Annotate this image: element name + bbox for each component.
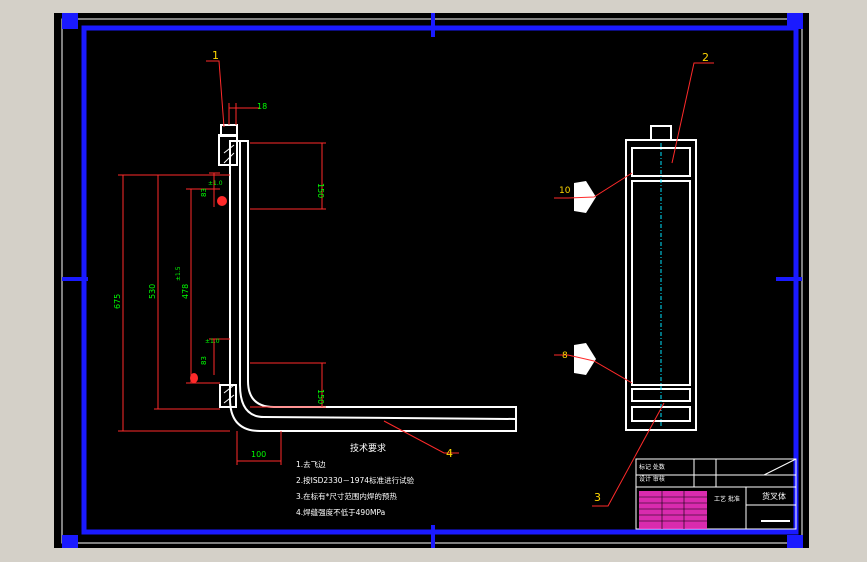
requirement-4: 4.焊缝强度不低于490MPa: [296, 508, 386, 517]
dim-tol-bottom: ±1.0: [205, 338, 220, 345]
title-block-pink-cells: [639, 491, 707, 529]
frame-markers: [62, 13, 803, 549]
title-row-3: 工艺 批准: [714, 495, 740, 503]
title-block-grid: [639, 491, 707, 529]
dim-18: 18: [257, 102, 267, 111]
weld-point-top: [217, 196, 227, 206]
dim-478: 478: [181, 284, 190, 299]
balloon-8: 8: [562, 351, 568, 361]
balloon-1: 1: [212, 49, 219, 62]
dim-tol-mid: ±1.5: [175, 266, 182, 281]
dimension-texts: 18 150 150 100 675 530 478 ±1.5 83 83 ±1…: [113, 102, 325, 459]
balloon-3: 3: [594, 491, 601, 504]
dim-100: 100: [251, 450, 266, 459]
dim-tol-top: ±1.0: [208, 180, 223, 187]
fork-weld-marks: [223, 144, 235, 404]
drawing-canvas: 18 150 150 100 675 530 478 ±1.5 83 83 ±1…: [61, 13, 803, 549]
dimension-lines: [118, 103, 326, 465]
dim-675: 675: [113, 294, 122, 309]
dim-83-top: 83: [200, 188, 208, 197]
requirement-1: 1.去飞边: [296, 460, 326, 469]
requirement-2: 2.按ISD2330－1974标准进行试验: [296, 476, 415, 485]
title-row-2: 设计 审核: [639, 475, 665, 483]
title-block-label: 货叉体: [762, 491, 786, 501]
dim-150-top: 150: [316, 183, 325, 198]
balloon-10: 10: [559, 186, 571, 196]
title-block-rows: 标记 处数 设计 审核 工艺 批准: [639, 463, 740, 503]
dim-150-bottom: 150: [316, 389, 325, 404]
balloon-4: 4: [446, 447, 453, 460]
drawing-sheet: 18 150 150 100 675 530 478 ±1.5 83 83 ±1…: [54, 13, 809, 549]
dim-83-bottom: 83: [200, 356, 208, 365]
requirement-3: 3.在标有*尺寸范围内焊的预热: [296, 492, 397, 501]
title-row-1: 标记 处数: [639, 463, 665, 471]
dim-530: 530: [148, 284, 157, 299]
leader-lines: [206, 60, 714, 507]
requirements-title: 技术要求: [350, 444, 387, 454]
balloon-numbers: 1 2 3 4 8 10: [212, 49, 709, 504]
balloon-2: 2: [702, 51, 709, 64]
fork-front-view: [218, 124, 517, 432]
weld-point-bottom: [190, 373, 198, 383]
title-block: [635, 458, 797, 530]
